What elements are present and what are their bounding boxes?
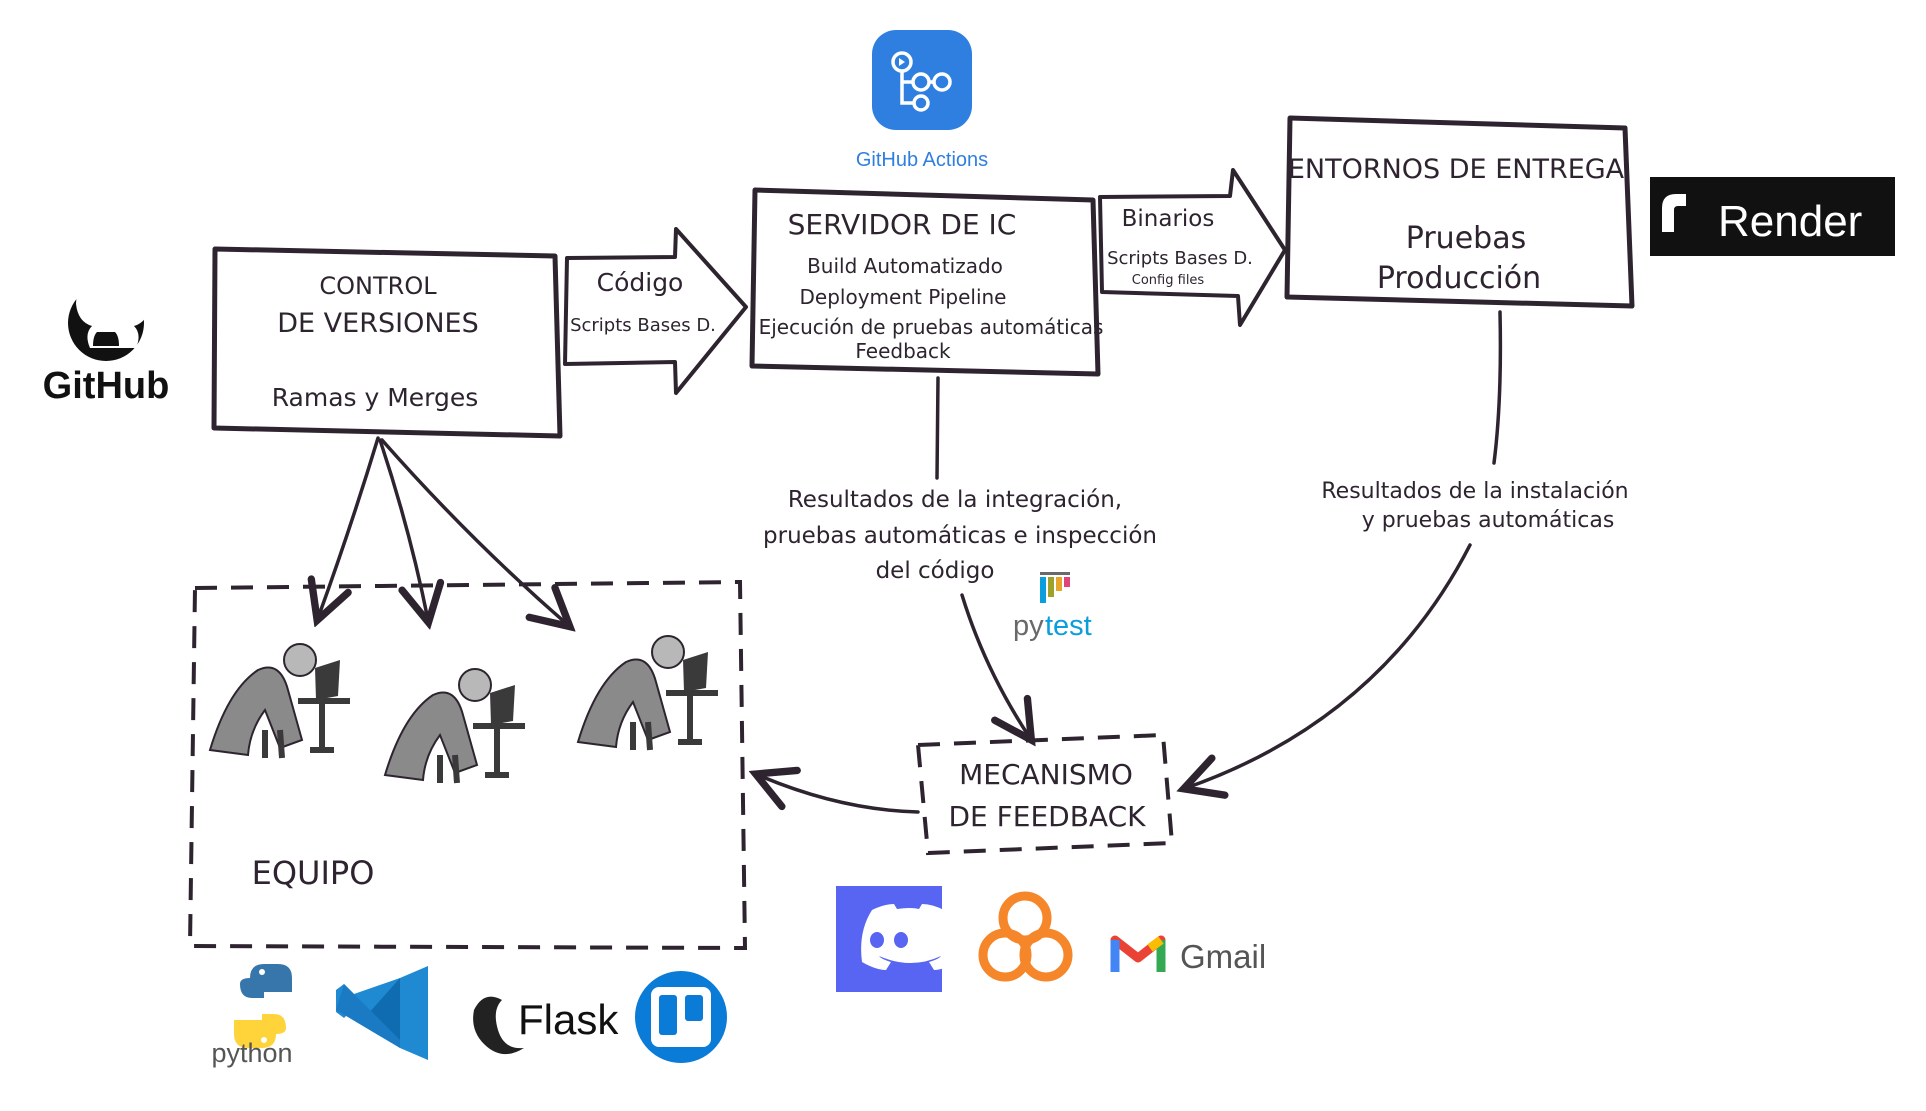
developer-figure-icon bbox=[208, 643, 350, 759]
control-line2: DE VERSIONES bbox=[277, 308, 478, 339]
integracion-line3: del código bbox=[876, 558, 995, 584]
feedback-line1: MECANISMO bbox=[959, 758, 1133, 791]
render-icon bbox=[1662, 194, 1686, 232]
github-actions-logo: GitHub Actions bbox=[856, 30, 988, 171]
instalacion-line2: y pruebas automáticas bbox=[1362, 508, 1615, 533]
cloud-icon bbox=[978, 891, 1073, 982]
github-wordmark: GitHub bbox=[43, 365, 170, 407]
gmail-logo: Gmail bbox=[1110, 935, 1266, 975]
servidor-result-connector: Resultados de la integración, pruebas au… bbox=[763, 376, 1157, 738]
flask-wordmark: Flask bbox=[518, 996, 619, 1043]
control-line1: CONTROL bbox=[319, 272, 437, 300]
entornos-title: ENTORNOS DE ENTREGA bbox=[1288, 154, 1625, 185]
gmail-wordmark: Gmail bbox=[1180, 938, 1266, 975]
github-logo: GitHub bbox=[43, 274, 170, 407]
python-logo: python bbox=[211, 964, 293, 1068]
developer-figure-icon bbox=[383, 668, 525, 784]
gmail-icon bbox=[1110, 935, 1166, 972]
equipo-box: EQUIPO bbox=[187, 579, 748, 951]
entornos-entrega-box: ENTORNOS DE ENTREGA Pruebas Producción bbox=[1284, 115, 1635, 309]
control-to-equipo-arrows bbox=[318, 436, 568, 625]
pytest-py: py bbox=[1013, 610, 1044, 642]
github-actions-icon bbox=[872, 30, 972, 130]
entornos-line1: Pruebas bbox=[1406, 221, 1526, 256]
codigo-line1: Código bbox=[597, 268, 684, 297]
servidor-title: SERVIDOR DE IC bbox=[788, 208, 1017, 241]
control-versiones-box: CONTROL DE VERSIONES Ramas y Merges bbox=[211, 246, 563, 439]
integracion-line1: Resultados de la integración, bbox=[788, 487, 1122, 513]
discord-icon bbox=[836, 886, 955, 992]
servidor-line3: Ejecución de pruebas automáticas bbox=[759, 315, 1104, 339]
entornos-result-connector: Resultados de la instalación y pruebas a… bbox=[1186, 310, 1629, 788]
servidor-ic-box: SERVIDOR DE IC Build Automatizado Deploy… bbox=[749, 187, 1104, 377]
python-icon bbox=[234, 964, 292, 1048]
flask-icon bbox=[473, 996, 524, 1055]
vscode-icon bbox=[336, 966, 428, 1060]
servidor-line1: Build Automatizado bbox=[807, 254, 1003, 278]
flask-logo: Flask bbox=[473, 996, 619, 1055]
codigo-arrow: Código Scripts Bases D. bbox=[563, 227, 748, 395]
binarios-line1: Binarios bbox=[1122, 206, 1215, 232]
trello-icon bbox=[635, 971, 727, 1063]
equipo-label: EQUIPO bbox=[252, 854, 375, 892]
developer-figure-icon bbox=[576, 635, 718, 751]
pytest-test: test bbox=[1045, 610, 1092, 642]
github-icon bbox=[68, 274, 150, 361]
servidor-line4: Feedback bbox=[855, 339, 951, 363]
render-logo: Render bbox=[1650, 177, 1895, 256]
render-badge bbox=[1650, 177, 1895, 256]
python-wordmark: python bbox=[211, 1038, 292, 1068]
pytest-logo: py test bbox=[1013, 572, 1092, 642]
servidor-line2: Deployment Pipeline bbox=[800, 285, 1007, 309]
feedback-line2: DE FEEDBACK bbox=[949, 800, 1147, 833]
codigo-line2: Scripts Bases D. bbox=[570, 315, 716, 336]
feedback-box: MECANISMO DE FEEDBACK bbox=[758, 732, 1175, 856]
integracion-line2: pruebas automáticas e inspección bbox=[763, 523, 1157, 549]
binarios-arrow: Binarios Scripts Bases D. Config files bbox=[1098, 168, 1287, 327]
github-actions-label: GitHub Actions bbox=[856, 149, 988, 171]
pytest-icon bbox=[1040, 572, 1070, 603]
render-wordmark: Render bbox=[1718, 197, 1862, 246]
control-line3: Ramas y Merges bbox=[272, 383, 479, 412]
instalacion-line1: Resultados de la instalación bbox=[1321, 479, 1628, 504]
binarios-line2: Scripts Bases D. bbox=[1107, 248, 1253, 269]
entornos-line2: Producción bbox=[1377, 261, 1541, 296]
binarios-line3: Config files bbox=[1132, 273, 1205, 288]
